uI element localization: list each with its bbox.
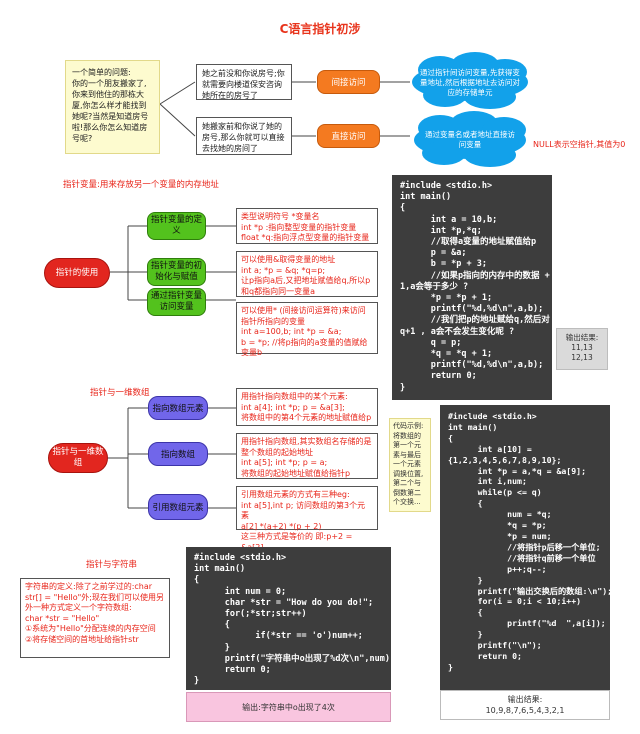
case-knows-room-number: 她搬家前和你说了她的房号,那么你就可以直接去找她的房间了 [196, 117, 292, 155]
array-heading: 指针与一维数组 [90, 388, 150, 398]
string-desc: 字符串的定义:除了之前学过的:char str[] = "Hello"外;现在我… [20, 578, 170, 658]
code-block-string-count: #include <stdio.h> int main() { int num … [186, 547, 395, 690]
pointer-definition-desc: 类型说明符号 *变量名 int *p :指向整型变量的指针变量 float *q… [236, 208, 378, 244]
array-reference-desc: 引用数组元素的方式有三种eg: int a[5],int p; 访问数组的第3个… [236, 486, 378, 552]
pointer-variable-heading: 指针变量:用来存放另一个变量的内存地址 [63, 180, 219, 190]
intro-question-note: 一个简单的问题: 你的一个朋友搬家了,你来到他住的那栋大厦,你怎么样才能找到她呢… [65, 60, 160, 154]
pointer-definition-node: 指针变量的定义 [147, 212, 206, 240]
code1-output: 输出结果: 11,13 12,13 [556, 328, 608, 370]
code-block-array-swap: #include <stdio.h> int main() { int a[10… [440, 405, 612, 690]
array-element-desc: 用指针指向数组中的某个元素: int a[4]; int *p; p = &a[… [236, 388, 378, 426]
code-block-pointer-basics: #include <stdio.h> int main() { int a = … [392, 175, 552, 400]
case-no-room-number: 她之前没和你说房号;你就需要向楼道保安咨询她所在的房号了 [196, 64, 292, 100]
code2-output: 输出结果: 10,9,8,7,6,5,4,3,2,1 [440, 690, 610, 720]
string-heading: 指针与字符串 [86, 560, 138, 570]
pointer-init-assign-node: 指针变量的初始化与赋值 [147, 258, 206, 286]
pointer-access-node: 通过指针变量访问变量 [147, 288, 206, 316]
pointer-usage-center: 指针的使用 [44, 258, 110, 288]
array-element-node: 指向数组元素 [148, 396, 208, 420]
direct-access-node: 直接访问 [317, 124, 380, 148]
cloud-shape-1 [412, 52, 528, 109]
code3-output: 输出:字符串中o出现了4次 [186, 692, 391, 722]
array-example-note: 代码示例:将数组的第一个元素与最后一个元素调换位置,第二个与倒数第二个交换... [389, 418, 431, 512]
cloud-indirect-text: 通过指针间访问变量,先获得变量地址,然后根据地址去访问对应的存储单元 [420, 68, 520, 97]
indirect-access-node: 间接访问 [317, 70, 380, 94]
array-pointer-desc: 用指针指向数组,其实数组名存储的是整个数组的起始地址 int a[5]; int… [236, 433, 378, 479]
cloud-direct-text: 通过变量名或者地址直接访问变量 [425, 130, 515, 149]
array-pointer-node: 指向数组 [148, 442, 208, 466]
null-pointer-note: NULL表示空指针,其值为0 [533, 140, 626, 149]
page-title: C语言指针初涉 [279, 22, 361, 36]
pointer-access-desc: 可以使用* (间接访问运算符)来访问指针所指向的变量 int a=100,b; … [236, 302, 378, 357]
pointer-init-assign-desc: 可以使用&取得变量的地址 int a; *p = &q; *q=p; 让p指向a… [236, 251, 378, 297]
array-reference-node: 引用数组元素 [148, 494, 208, 520]
cloud-shape-2 [414, 111, 526, 167]
array-center: 指针与一维数组 [48, 443, 108, 473]
